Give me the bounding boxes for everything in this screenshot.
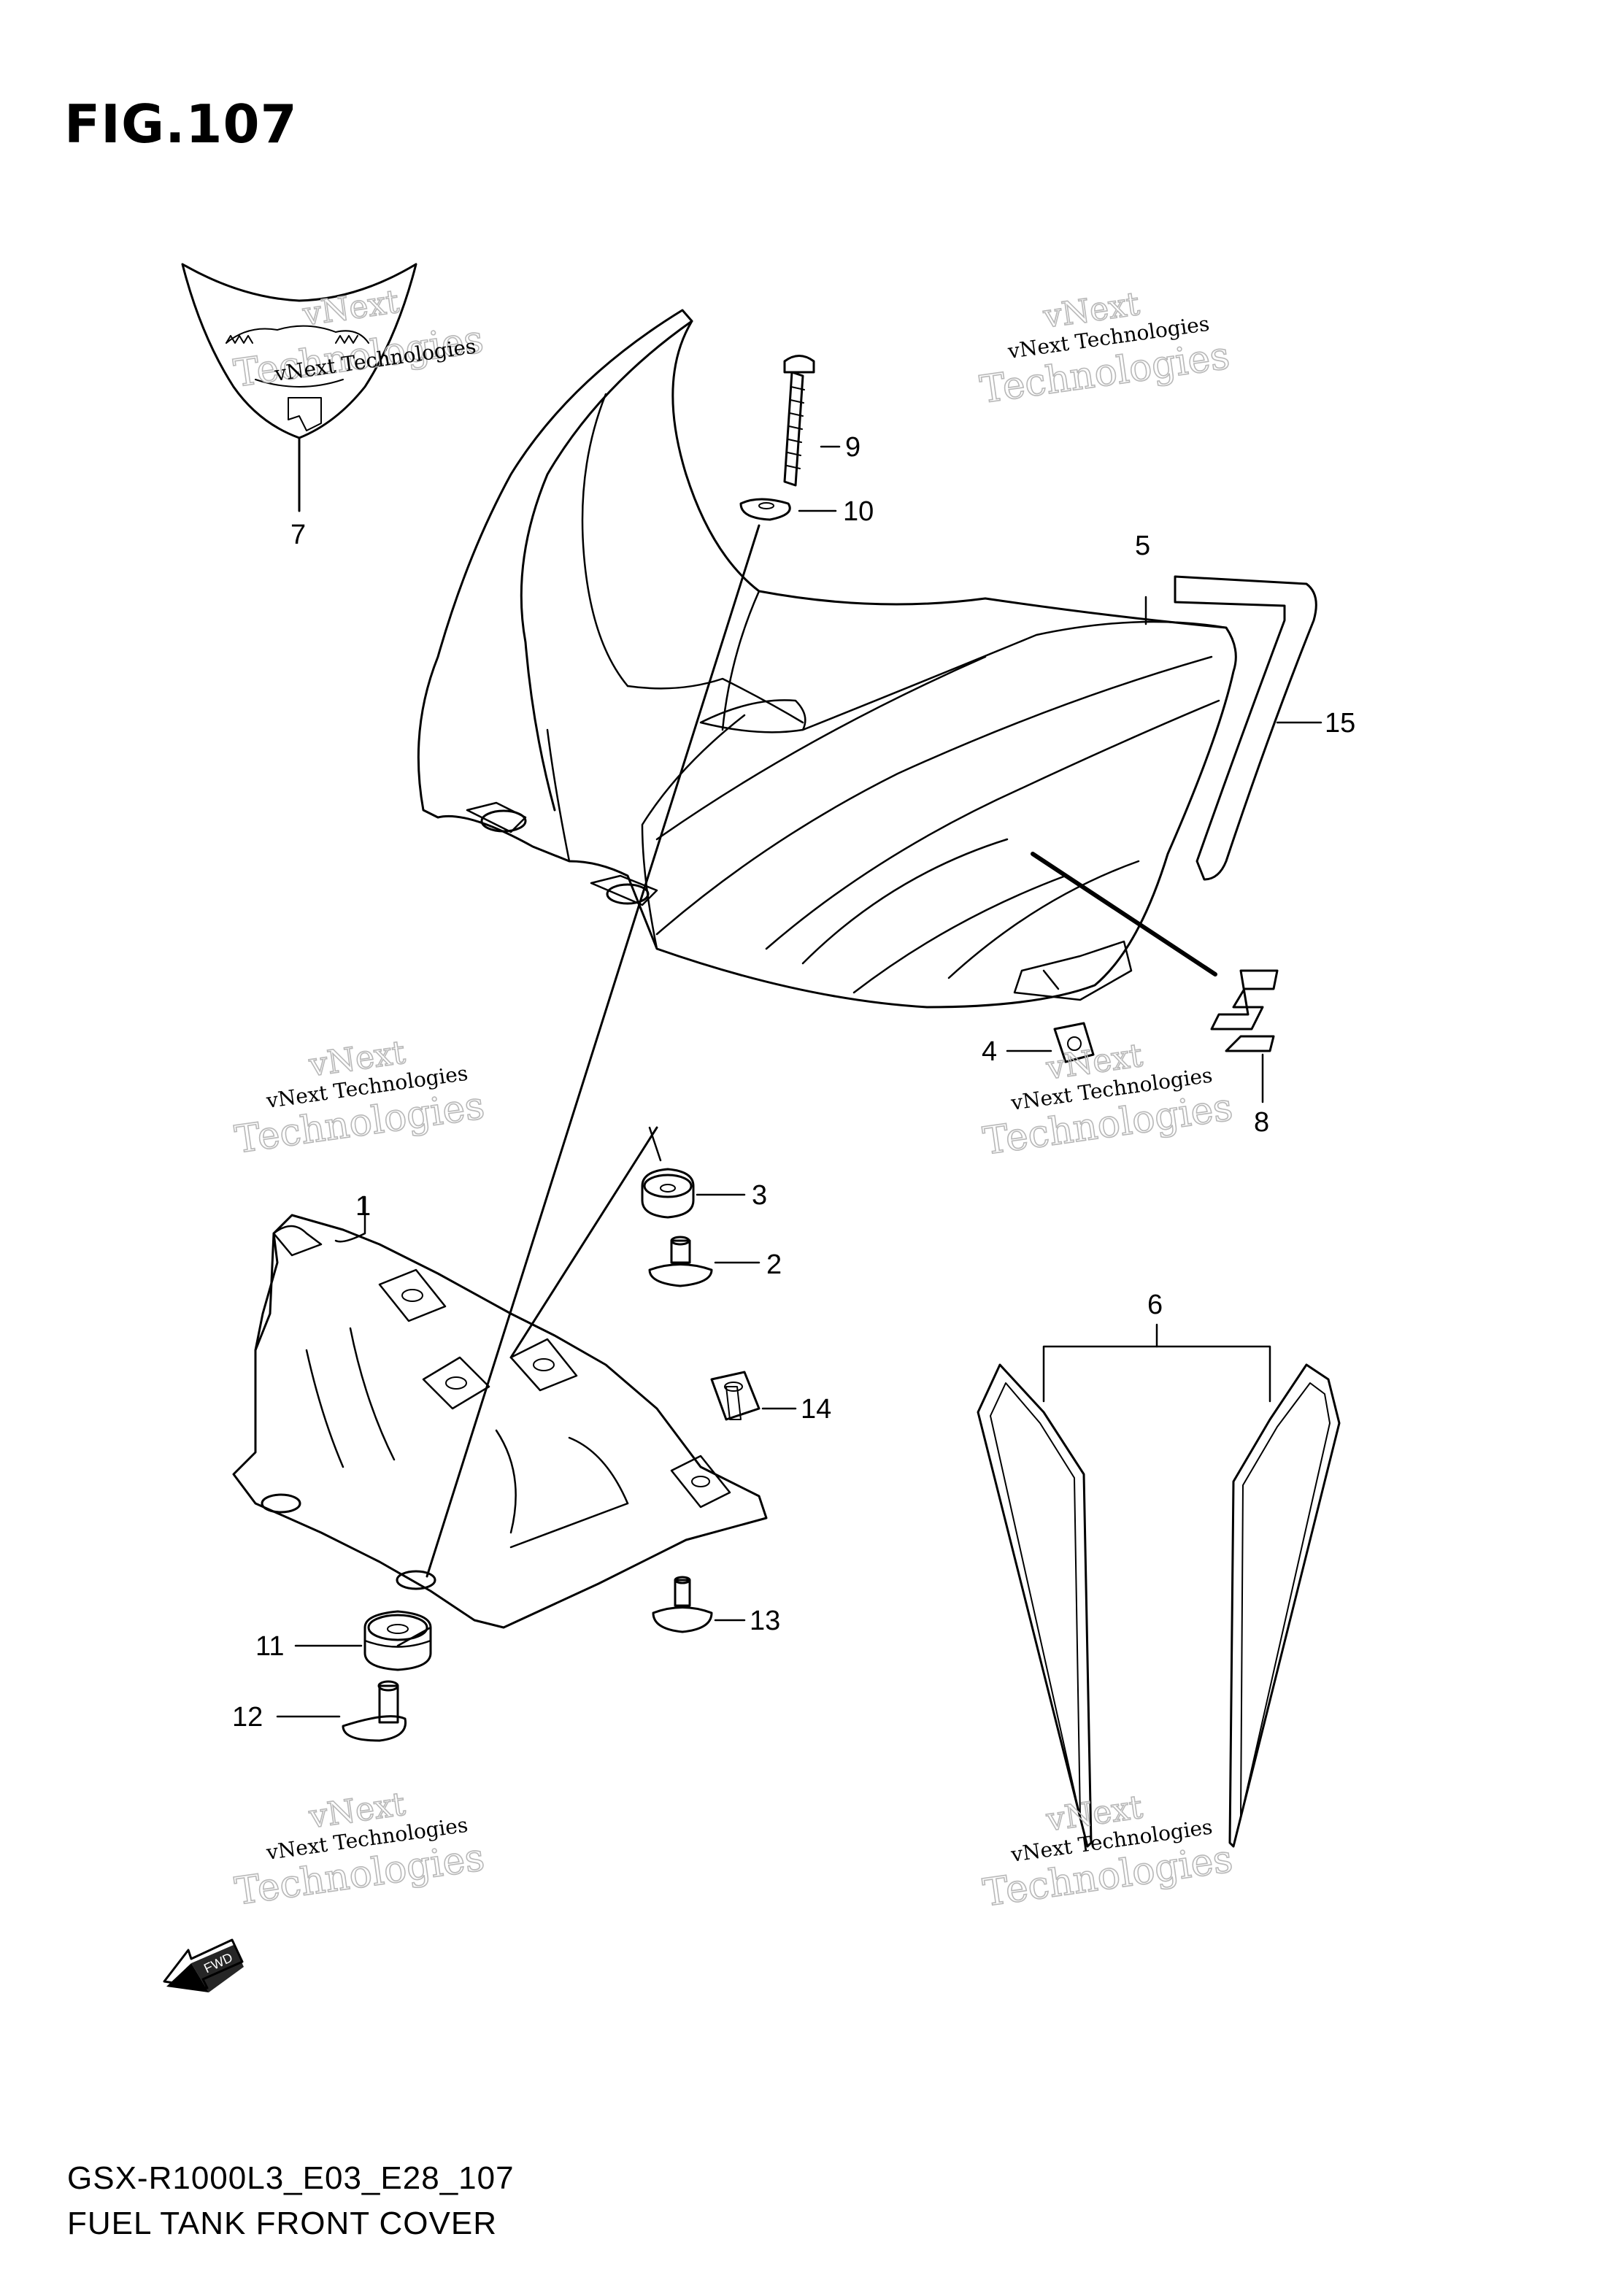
callout-4: 4 (982, 1036, 997, 1067)
part-11-grommet (294, 1610, 432, 1671)
part-15-seal-strip (1174, 575, 1322, 881)
callout-3: 3 (752, 1180, 767, 1211)
callout-8: 8 (1254, 1107, 1269, 1138)
callout-12: 12 (232, 1702, 263, 1733)
callout-7: 7 (290, 520, 306, 550)
watermark-bottom-left: vNext Technologies vNext Technologies (231, 1785, 488, 1915)
part-10-washer (739, 498, 837, 521)
callout-13: 13 (750, 1606, 780, 1636)
part-1-lower-bracket (232, 524, 768, 1647)
callout-11: 11 (255, 1631, 284, 1662)
callout-1: 1 (355, 1191, 371, 1222)
callout-15: 15 (1325, 708, 1355, 739)
callout-2: 2 (766, 1249, 782, 1280)
watermark-bottom-right: vNext Technologies vNext Technologies (980, 1788, 1236, 1916)
callout-9: 9 (845, 432, 860, 463)
callout-14: 14 (801, 1394, 831, 1425)
part-2-collar (648, 1236, 761, 1287)
part-7-emblem-sticker (181, 263, 417, 512)
callout-6: 6 (1147, 1290, 1163, 1320)
watermark-top-left: vNext Technologies vNext Technologies (231, 282, 487, 396)
part-4-clip-nut (1006, 1022, 1095, 1063)
part-9-screw (783, 355, 841, 487)
part-12-collar (276, 1680, 407, 1742)
part-6-stripe-decals (977, 1323, 1341, 1848)
figure-title: FIG.107 (64, 93, 298, 155)
callout-10: 10 (843, 496, 874, 527)
part-13-collar (652, 1576, 746, 1633)
part-8-emblem (1210, 969, 1279, 1103)
watermark-large-top: vNext (300, 283, 401, 334)
callout-5: 5 (1135, 531, 1150, 561)
figure-caption: FUEL TANK FRONT COVER (67, 2206, 498, 2241)
watermark-top-right: vNext Technologies vNext Technologies (977, 285, 1233, 413)
part-14-nut-clip (710, 1371, 797, 1421)
watermark-mid-right: vNext Technologies vNext Technologies (980, 1036, 1236, 1165)
model-code: GSX-R1000L3_E03_E28_107 (67, 2160, 515, 2196)
part-3-grommet (641, 1168, 746, 1219)
part-5-front-cover (417, 309, 1237, 1009)
fwd-arrow-icon (163, 1938, 244, 1992)
watermark-mid-left: vNext Technologies vNext Technologies (231, 1033, 488, 1163)
